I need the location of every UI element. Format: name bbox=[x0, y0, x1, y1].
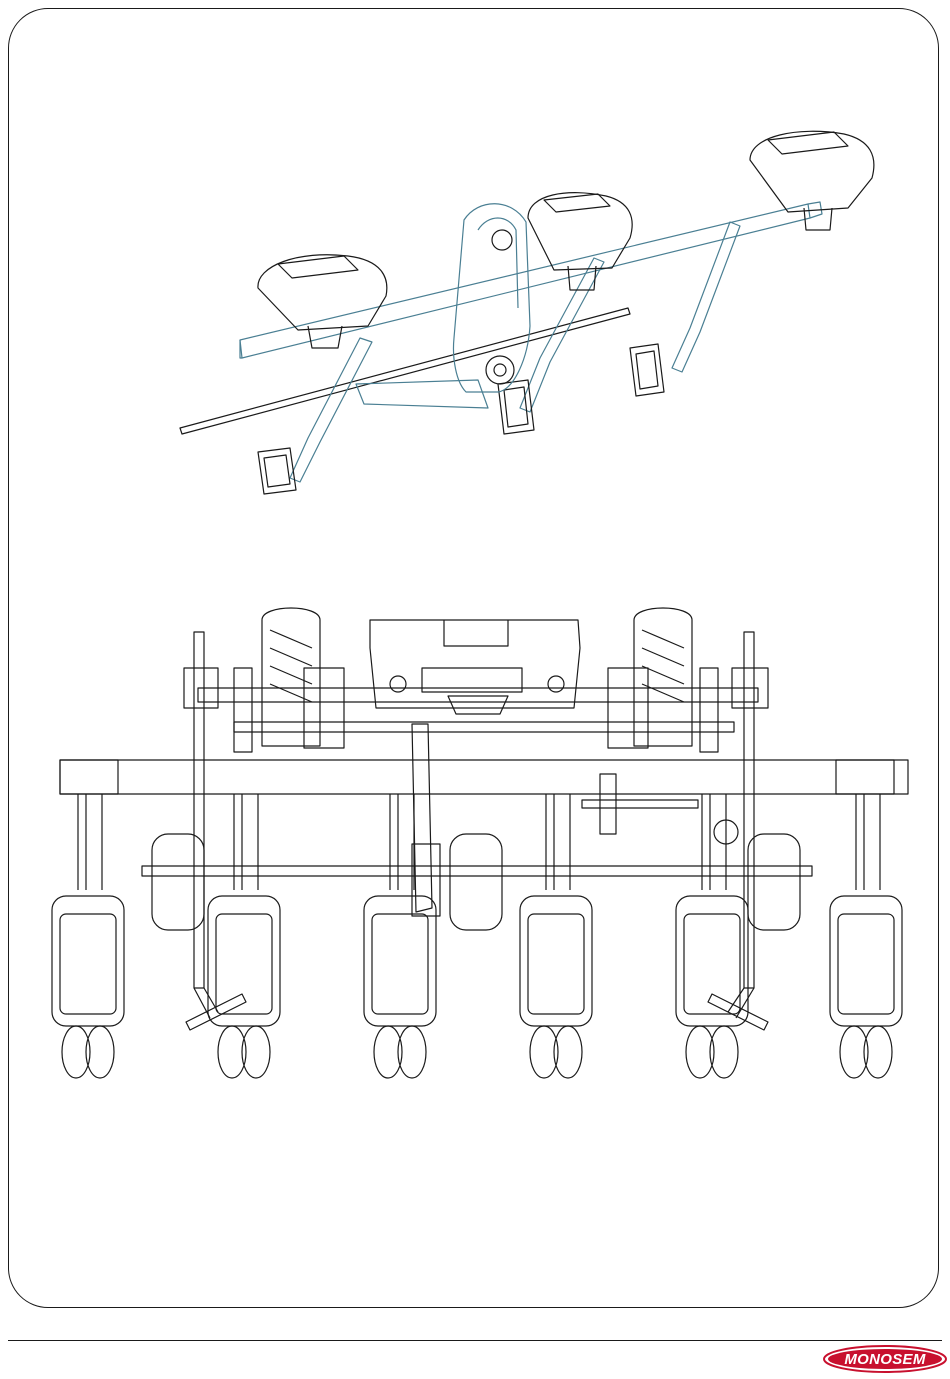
row-unit-1 bbox=[52, 794, 124, 1078]
footer-rule bbox=[8, 1340, 942, 1341]
support-arm-right bbox=[672, 222, 740, 372]
row-unit-3 bbox=[364, 794, 436, 1078]
drive-shaft bbox=[180, 308, 630, 434]
row-unit-4 bbox=[520, 794, 592, 1078]
main-toolbar bbox=[60, 760, 908, 794]
transmission-case bbox=[454, 204, 531, 392]
support-arm-mid bbox=[520, 258, 604, 412]
brand-logo: MONOSEM bbox=[822, 1344, 948, 1374]
tractor-housing bbox=[370, 620, 580, 708]
gauge-wheel-2 bbox=[450, 834, 502, 930]
support-arm-left bbox=[290, 338, 372, 482]
brand-name: MONOSEM bbox=[844, 1351, 925, 1368]
toolbar-beam bbox=[240, 204, 810, 358]
marker-mast-left bbox=[194, 632, 204, 988]
gauge-wheel-1 bbox=[152, 834, 204, 930]
row-unit-6 bbox=[830, 794, 902, 1078]
perspective-view bbox=[180, 131, 874, 494]
tractor-wheel-right bbox=[634, 608, 692, 746]
row-unit-2 bbox=[208, 794, 280, 1078]
hopper-left bbox=[258, 255, 387, 330]
tractor-wheel-left bbox=[262, 608, 320, 746]
rear-elevation-view bbox=[52, 608, 908, 1078]
hopper-right bbox=[750, 131, 874, 212]
bracket-plate bbox=[356, 380, 488, 408]
upper-frame bbox=[198, 688, 758, 702]
chain-case bbox=[412, 724, 432, 912]
gauge-wheel-3 bbox=[748, 834, 800, 930]
technical-illustration bbox=[8, 8, 939, 1308]
marker-mast-right bbox=[744, 632, 754, 988]
foot-left bbox=[258, 448, 296, 494]
